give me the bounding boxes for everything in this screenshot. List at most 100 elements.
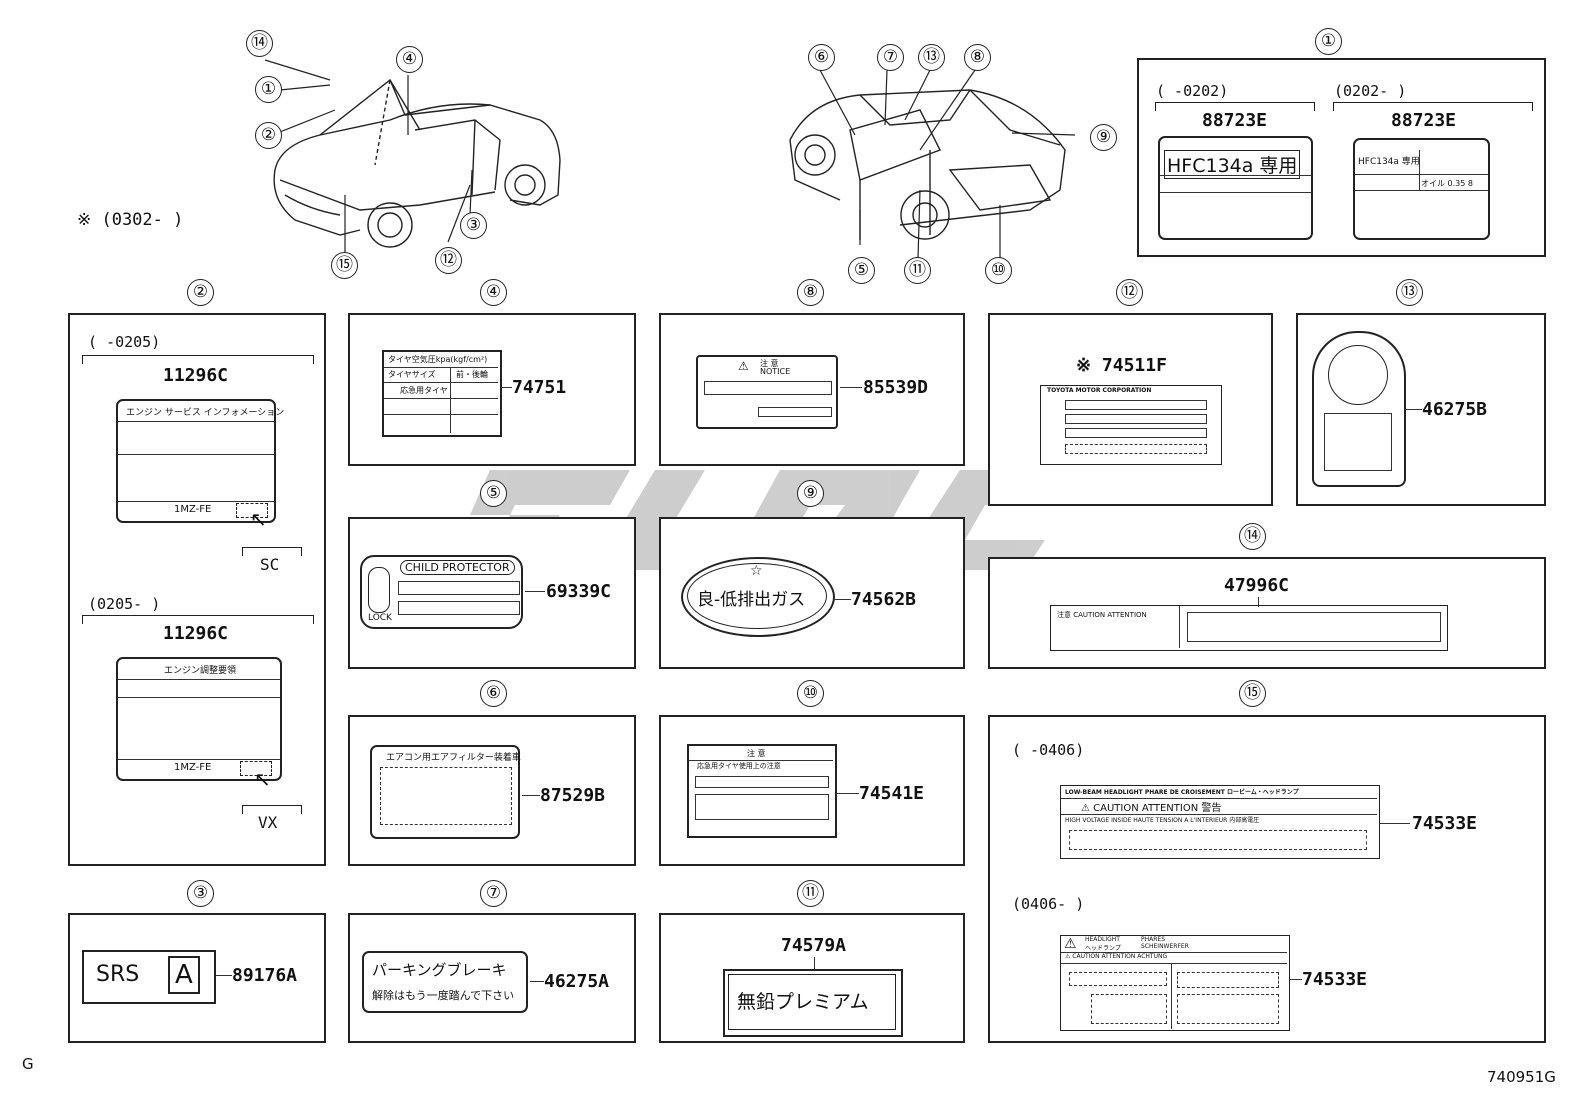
warning-icon: ⚠ — [1064, 936, 1077, 952]
engine-service-header: エンジン サービス インフォメーション — [126, 408, 285, 418]
leader-line — [1290, 979, 1302, 980]
panel-1-right-label: HFC134a 専用 オイル 0.35 8 — [1353, 138, 1490, 240]
panel-2-bottom-label: エンジン調整要領 1MZ-FE — [116, 657, 282, 781]
low-emission-text: 良-低排出ガス — [697, 590, 806, 610]
dashed-box — [240, 761, 272, 776]
manufacturer-plate: TOYOTA MOTOR CORPORATION — [1040, 385, 1222, 465]
child-protector-label: CHILD PROTECTOR LOCK — [360, 555, 523, 629]
caution-row: ⚠ CAUTION ATTENTION ACHTUNG — [1065, 953, 1168, 960]
panel-13-part: 46275B — [1422, 399, 1488, 420]
tire-label: タイヤ空気圧kpa(kgf/cm²) タイヤサイズ 前・後輪 応急用タイヤ — [382, 350, 502, 437]
label-line — [1091, 994, 1167, 1024]
label-line — [384, 414, 498, 415]
srs-letter: A — [168, 956, 200, 994]
panel-14-part: 47996C — [1224, 575, 1290, 596]
panel-8-part: 85539D — [863, 377, 929, 398]
label-line — [1065, 428, 1207, 438]
label-line — [1065, 444, 1207, 454]
bracket-line — [1333, 102, 1533, 111]
low-emission-label: ☆ 良-低排出ガス — [681, 557, 835, 637]
panel-11-number: ⑪ — [797, 880, 824, 907]
label-line — [1069, 830, 1367, 850]
leader-line — [500, 387, 512, 388]
label-line — [118, 501, 274, 502]
label-line — [1061, 963, 1287, 964]
panel-1-number: ① — [1315, 28, 1342, 55]
oil-text: オイル 0.35 8 — [1421, 179, 1473, 188]
panel-6: エアコン用エアフィルター装着車 87529B — [348, 715, 636, 866]
panel-11: 74579A 無鉛プレミアム — [659, 913, 965, 1043]
panel-11-part: 74579A — [781, 935, 847, 956]
lock-icon — [368, 567, 390, 613]
callout-1-left: ① — [255, 76, 282, 103]
callout-4-left: ④ — [396, 46, 423, 73]
tire-size-text: タイヤサイズ — [388, 370, 436, 379]
panel-1-left-range: ( -0202) — [1156, 82, 1229, 100]
label-line — [398, 601, 520, 615]
high-voltage-text: HIGH VOLTAGE INSIDE HAUTE TENSION A L'IN… — [1065, 817, 1260, 824]
panel-4-number: ④ — [480, 279, 507, 306]
bracket-line — [1155, 102, 1315, 111]
callout-2-left: ② — [255, 122, 282, 149]
label-line — [1065, 400, 1207, 410]
label-line — [1355, 174, 1488, 175]
hfc-text: HFC134a 専用 — [1164, 150, 1301, 179]
panel-8: ⚠ 注 意 NOTICE 85539D — [659, 313, 965, 466]
label-line — [384, 382, 498, 383]
label-line — [118, 679, 280, 680]
label-line — [695, 776, 829, 788]
headlight-en: HEADLIGHT — [1085, 936, 1120, 943]
label-line — [1355, 190, 1488, 191]
bracket-line — [82, 615, 314, 624]
label-line — [1061, 952, 1287, 953]
aircon-filter-label: エアコン用エアフィルター装着車 — [370, 745, 521, 839]
panel-10-number: ⑩ — [797, 680, 824, 707]
callout-13-right: ⑬ — [918, 44, 945, 71]
leader-line — [814, 957, 815, 969]
leader-line — [835, 793, 859, 794]
label-line — [1419, 150, 1420, 190]
panel-10: 注 意 応急用タイヤ使用上の注意 74541E — [659, 715, 965, 866]
panel-15-top-part: 74533E — [1412, 813, 1478, 834]
label-line — [1171, 963, 1172, 1029]
label-line — [1160, 175, 1311, 176]
label-line — [689, 760, 833, 761]
label-line — [380, 767, 512, 825]
panel-4-part: 74751 — [512, 377, 567, 398]
label-line — [1061, 814, 1377, 815]
panel-7-number: ⑦ — [480, 880, 507, 907]
engine-adjust-header: エンジン調整要領 — [164, 666, 237, 676]
callout-7-right: ⑦ — [877, 44, 904, 71]
label-line — [1160, 192, 1311, 193]
label-line — [384, 398, 498, 399]
label-line — [118, 697, 280, 698]
callout-3-left: ③ — [460, 212, 487, 239]
label-line — [118, 421, 274, 422]
leader-line — [216, 975, 232, 976]
panel-15-number: ⑮ — [1239, 680, 1266, 707]
notice-header: 注 意 — [747, 749, 766, 758]
premium-fuel-label: 無鉛プレミアム — [723, 969, 903, 1037]
car-interior-illustration — [789, 69, 1076, 259]
callout-5-right: ⑤ — [848, 257, 875, 284]
panel-15-top-range: ( -0406) — [1012, 741, 1085, 759]
label-line — [704, 381, 832, 395]
grade-sc: SC — [260, 555, 280, 574]
label-line — [1177, 972, 1279, 988]
panel-2-top-range: ( -0205) — [88, 333, 161, 351]
panel-3: SRS A 89176A — [68, 913, 326, 1043]
inner-border — [728, 974, 896, 1030]
panel-12-part: ※ 74511F — [1076, 355, 1167, 376]
label-line — [384, 367, 498, 368]
corner-left-text: G — [22, 1055, 34, 1073]
callout-8-right: ⑧ — [964, 44, 991, 71]
headlight-label-top: LOW-BEAM HEADLIGHT PHARE DE CROISEMENT ロ… — [1060, 785, 1380, 859]
parking-brake-line1: パーキングブレーキ — [372, 961, 507, 979]
dashed-box — [236, 503, 268, 518]
inner-ellipse — [687, 563, 827, 629]
callout-9-right: ⑨ — [1090, 124, 1117, 151]
panel-2-number: ② — [187, 279, 214, 306]
label-line — [118, 454, 274, 455]
bracket-line — [82, 355, 314, 364]
panel-2-bottom-part: 11296C — [163, 623, 229, 644]
